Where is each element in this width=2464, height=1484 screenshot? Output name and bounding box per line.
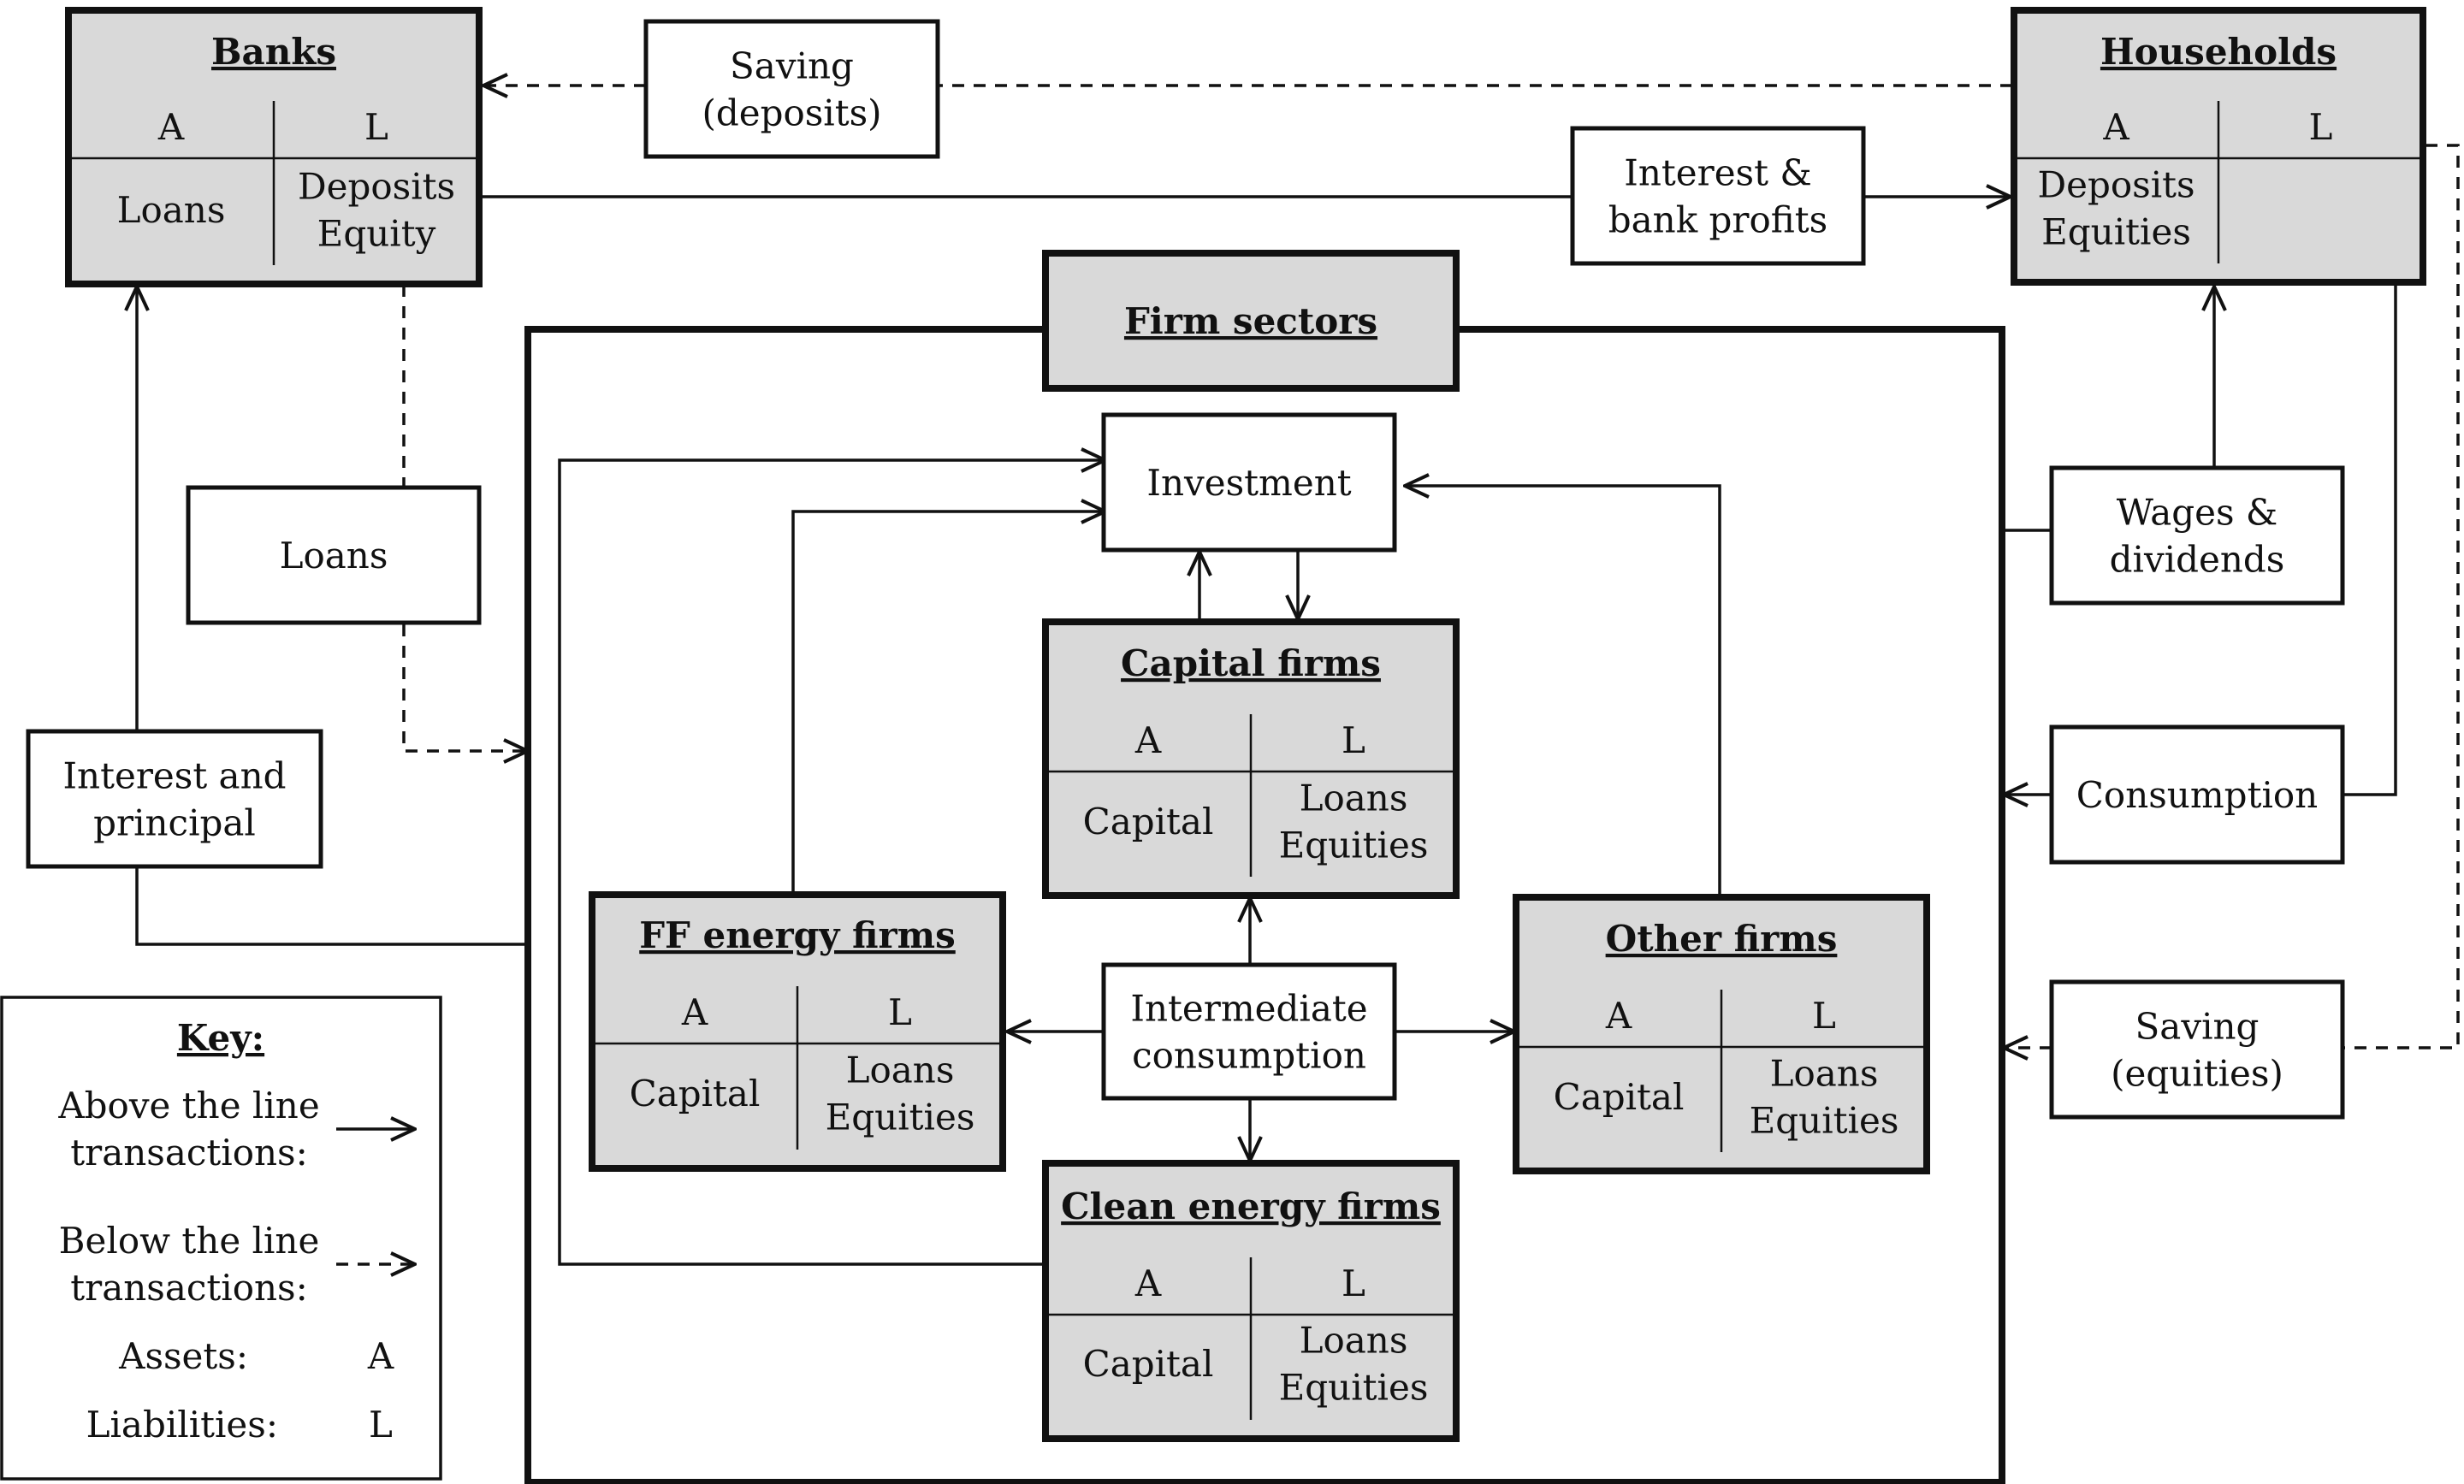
clean-energy-firms-assets-header: A [1134, 1262, 1162, 1304]
investment-box-box [1101, 412, 1397, 553]
consumption-box-box [2049, 724, 2345, 865]
key-below-line-2: transactions: [70, 1267, 308, 1309]
interest-bank-profits-box-line-1: Interest & [1624, 152, 1811, 194]
connectors [135, 86, 2460, 1266]
firm-sectors-title: Firm sectors [1124, 300, 1377, 342]
interest-principal-box-line-1: Interest and [62, 755, 286, 797]
loans-box: Loans [186, 485, 482, 625]
firm-sectors-header: Firm sectors [1042, 250, 1460, 392]
wages-dividends-box-line-2: dividends [2110, 539, 2285, 581]
capital-firms-assets-line-1: Capital [1083, 801, 1214, 843]
key-above-line-2: transactions: [70, 1132, 308, 1174]
other-firms-liabilities-line-2: Equities [1750, 1100, 1899, 1142]
ff-energy-firms-assets-header: A [681, 991, 708, 1033]
clean-energy-firms-liabilities-line-1: Loans [1300, 1320, 1408, 1362]
saving-deposits-box-line-2: (deposits) [702, 92, 881, 134]
ff-energy-firms-assets-line-1: Capital [630, 1073, 761, 1114]
saving-equities-box: Saving (equities) [2049, 979, 2345, 1120]
households-title: Households [2100, 31, 2337, 73]
saving-deposits-box-box [643, 19, 940, 159]
investment-box-line-1: Investment [1146, 462, 1351, 504]
key-title: Key: [177, 1017, 264, 1059]
saving-equities-arrow [2344, 144, 2460, 1049]
interest-principal-arrow [135, 868, 526, 946]
ff-energy-firms-liabilities-line-2: Equities [826, 1097, 975, 1138]
interest-principal-box-line-2: principal [93, 802, 256, 844]
ff-energy-firms-liabilities-line-1: Loans [846, 1049, 955, 1091]
other-firms-assets-header: A [1605, 995, 1632, 1037]
clean-energy-firms-liabilities-header: L [1342, 1262, 1365, 1304]
intermediate-consumption-box: Intermediate consumption [1101, 962, 1397, 1101]
banks-liabilities-line-2: Equity [317, 213, 436, 255]
households-liabilities-header: L [2309, 106, 2333, 148]
wages-dividends-box-box [2049, 465, 2345, 606]
capital-firms-assets-header: A [1134, 719, 1162, 761]
banks-assets-line-1: Loans [117, 189, 226, 231]
loans-box-line-1: Loans [280, 535, 388, 576]
banks-title: Banks [211, 31, 336, 73]
consumption-box: Consumption [2049, 724, 2345, 865]
key-assets-label: Assets: [118, 1335, 248, 1377]
key-liabilities-label: Liabilities: [86, 1404, 278, 1446]
other-to-investment-arrow [1405, 486, 1721, 896]
banks-assets-header: A [157, 106, 185, 148]
banks-liabilities-header: L [364, 106, 388, 148]
clean-energy-firms-assets-line-1: Capital [1083, 1343, 1214, 1385]
firm-sectors-header-box [1042, 250, 1460, 392]
capital-firms-liabilities-line-1: Loans [1300, 777, 1408, 819]
wages-dividends-box: Wages & dividends [2049, 465, 2345, 606]
other-firms-liabilities-header: L [1812, 995, 1836, 1037]
banks-liabilities-line-1: Deposits [298, 166, 455, 208]
intermediate-consumption-box-line-1: Intermediate [1130, 988, 1367, 1030]
capital-firms-liabilities-header: L [1342, 719, 1365, 761]
key-assets-symbol: A [367, 1335, 394, 1377]
wages-dividends-box-line-1: Wages & [2117, 492, 2278, 534]
investment-box: Investment [1101, 412, 1397, 553]
consumption-box-line-1: Consumption [2076, 774, 2318, 816]
other-firms-assets-line-1: Capital [1554, 1076, 1685, 1118]
clean-to-investment-arrow [558, 460, 1105, 1266]
households-assets-line-1: Deposits [2037, 164, 2194, 206]
key-above-line-1: Above the line [57, 1085, 319, 1126]
saving-deposits-box: Saving (deposits) [643, 19, 940, 159]
interest-bank-profits-box: Interest & bank profits [1570, 126, 1866, 266]
capital-firms-liabilities-line-2: Equities [1279, 825, 1429, 866]
other-firms-liabilities-line-1: Loans [1770, 1053, 1879, 1095]
interest-bank-profits-box-box [1570, 126, 1866, 266]
loans-box-box [186, 485, 482, 625]
households-assets-line-2: Equities [2041, 211, 2191, 253]
interest-bank-profits-box-line-2: bank profits [1608, 199, 1827, 241]
intermediate-consumption-box-box [1101, 962, 1397, 1101]
saving-equities-box-line-2: (equities) [2111, 1053, 2283, 1095]
saving-equities-box-line-1: Saving [2135, 1006, 2260, 1048]
interest-principal-box: Interest and principal [26, 729, 323, 869]
banks-box [65, 7, 483, 287]
saving-deposits-box-line-1: Saving [730, 45, 854, 87]
clean-energy-firms-title: Clean energy firms [1061, 1185, 1441, 1227]
key-liabilities-symbol: L [369, 1404, 393, 1446]
households-assets-header: A [2102, 106, 2129, 148]
consumption-arrow [2344, 285, 2397, 796]
ff-energy-firms-title: FF energy firms [639, 914, 956, 956]
key-legend: Key: Above the line transactions: Below … [0, 996, 442, 1481]
ff-energy-firms-liabilities-header: L [888, 991, 912, 1033]
interest-principal-box-box [26, 729, 323, 869]
ff-to-investment-arrow [791, 511, 1105, 894]
clean-energy-firms-liabilities-line-2: Equities [1279, 1367, 1429, 1409]
saving-equities-box-box [2049, 979, 2345, 1120]
key-box [0, 996, 442, 1481]
key-below-line-1: Below the line [59, 1220, 320, 1262]
intermediate-consumption-box-line-2: consumption [1132, 1035, 1366, 1077]
capital-firms-title: Capital firms [1121, 642, 1381, 684]
other-firms-title: Other firms [1606, 918, 1838, 960]
